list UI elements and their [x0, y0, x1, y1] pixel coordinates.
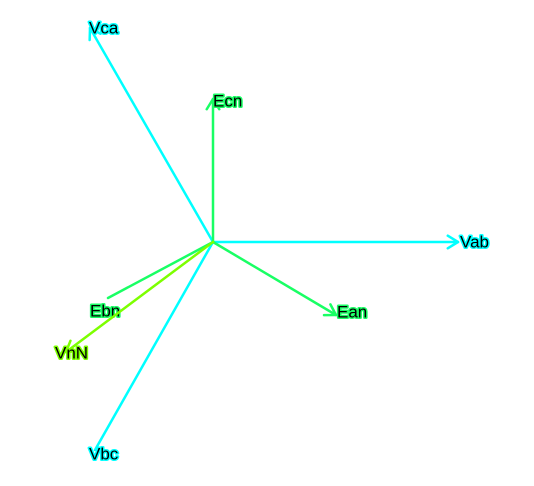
vbc-label: Vbc [89, 444, 119, 463]
phasor-vnn: VnN [54, 240, 215, 364]
ean-shaft [211, 240, 338, 317]
phasor-ecn: Ecn [205, 90, 244, 244]
vnn-arrowhead-icon [64, 339, 80, 354]
phasor-ean: Ean [211, 240, 369, 323]
vbc-shaft [93, 240, 215, 452]
phasor-ebn: Ebn [89, 240, 215, 322]
ean-arrowhead-icon [322, 303, 338, 317]
vnn-label: VnN [55, 343, 88, 362]
vca-shaft [88, 26, 215, 244]
ebn-label: Ebn [90, 301, 120, 320]
ecn-arrowhead-icon [205, 97, 221, 111]
phasor-vab: Vab [211, 231, 491, 253]
vca-arrowhead-icon [88, 26, 102, 42]
phasor-vbc: Vbc [88, 240, 215, 465]
ebn-shaft [106, 240, 215, 300]
phasor-vca: Vca [88, 17, 215, 244]
ean-label: Ean [337, 302, 367, 321]
vca-label: Vca [89, 18, 119, 37]
vab-label: Vab [460, 232, 489, 251]
ecn-label: Ecn [213, 91, 242, 110]
vab-arrowhead-icon [446, 234, 460, 250]
vnn-shaft [64, 240, 215, 354]
